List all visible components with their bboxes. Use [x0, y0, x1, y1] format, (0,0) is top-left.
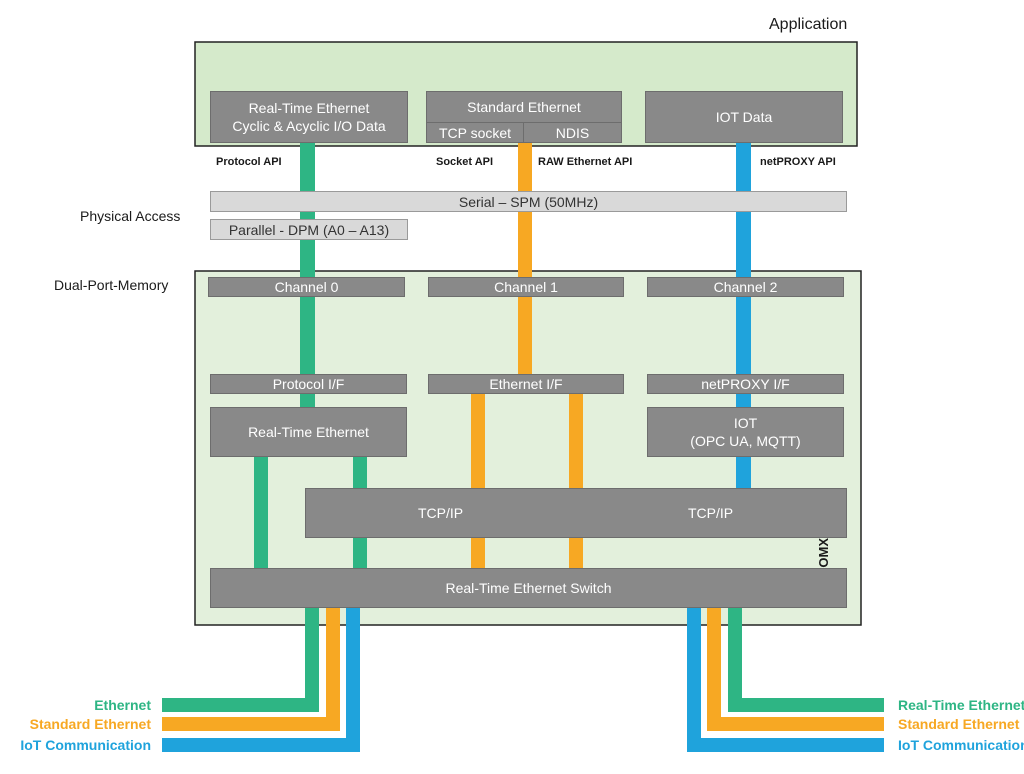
- rte-cable-left: [162, 606, 319, 712]
- serial-spm-block: Serial – SPM (50MHz): [210, 191, 847, 212]
- protocol-if-block: Protocol I/F: [210, 374, 407, 394]
- rte-io-block: Real-Time Ethernet Cyclic & Acyclic I/O …: [210, 91, 408, 143]
- channel-2-block: Channel 2: [647, 277, 844, 297]
- std-line-left: [471, 392, 485, 570]
- iot-line-if: [736, 392, 751, 410]
- iot-data-block: IOT Data: [645, 91, 843, 143]
- rte-stack-block: Real-Time Ethernet: [210, 407, 407, 457]
- standard-ethernet-block: Standard Ethernet: [426, 91, 622, 123]
- tcp-socket-block: TCP socket: [426, 122, 524, 143]
- iot-cable-left: [162, 606, 360, 752]
- legend-right-iot: IoT Communication: [898, 737, 1024, 753]
- std-line-right: [569, 392, 583, 570]
- tcpip-block-2: TCP/IP: [575, 488, 847, 538]
- iot-cable-right: [687, 606, 884, 752]
- std-line-ch: [518, 296, 532, 376]
- tcpip-block-1: TCP/IP: [305, 488, 575, 538]
- std-cable-right: [707, 606, 884, 731]
- legend-left-iot: IoT Communication: [20, 737, 151, 753]
- rte-line-right-low: [353, 538, 367, 570]
- rte-switch-block: Real-Time Ethernet Switch: [210, 568, 847, 608]
- iot-line-mid: [736, 456, 751, 490]
- socket-api-label: Socket API: [436, 156, 494, 168]
- parallel-dpm-block: Parallel - DPM (A0 – A13): [210, 219, 408, 240]
- legend-right-rte: Real-Time Ethernet: [898, 697, 1024, 713]
- netproxy-if-block: netPROXY I/F: [647, 374, 844, 394]
- ethernet-if-block: Ethernet I/F: [428, 374, 624, 394]
- legend-left-std: Standard Ethernet: [29, 716, 151, 732]
- raw-ethernet-api-label: RAW Ethernet API: [538, 156, 633, 168]
- legend-left-rte: Ethernet: [94, 697, 151, 713]
- channel-1-block: Channel 1: [428, 277, 624, 297]
- dual-port-memory-label: Dual-Port-Memory: [54, 277, 169, 293]
- rte-line-if: [300, 392, 315, 410]
- physical-access-label: Physical Access: [80, 208, 181, 224]
- channel-0-block: Channel 0: [208, 277, 405, 297]
- rte-cable-right: [728, 606, 884, 712]
- protocol-api-label: Protocol API: [216, 156, 282, 168]
- rte-line-ch: [300, 296, 315, 376]
- iot-stack-block: IOT (OPC UA, MQTT): [647, 407, 844, 457]
- std-cable-left: [162, 606, 340, 731]
- ndis-block: NDIS: [523, 122, 622, 143]
- application-label: Application: [769, 16, 848, 33]
- netproxy-api-label: netPROXY API: [760, 156, 836, 168]
- legend-right-std: Standard Ethernet: [898, 716, 1020, 732]
- rte-line-left: [254, 456, 268, 570]
- rte-line-right: [353, 456, 367, 490]
- iot-line-ch: [736, 296, 751, 376]
